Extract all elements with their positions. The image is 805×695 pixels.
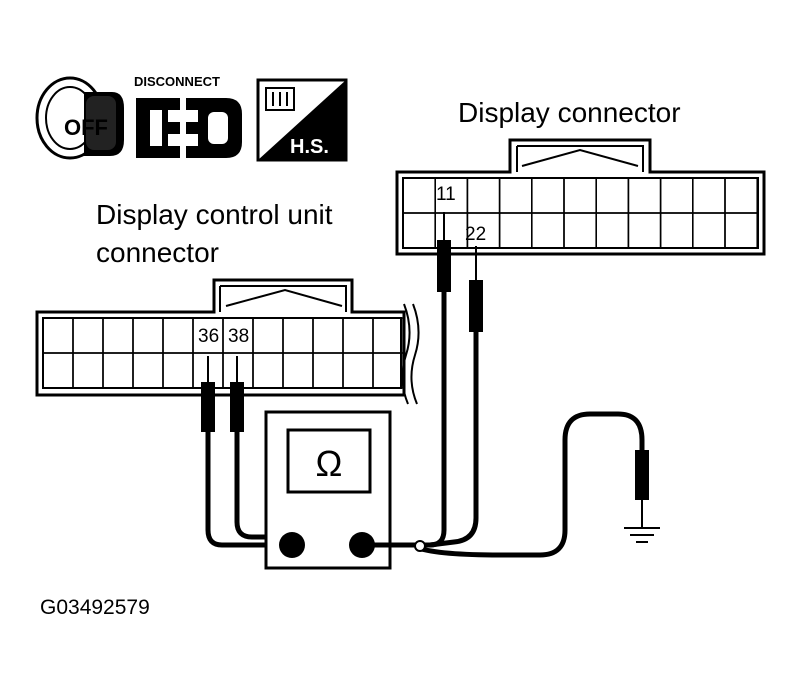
display-connector-cells xyxy=(402,177,758,249)
ignition-off-text: OFF xyxy=(64,115,108,140)
test-leads xyxy=(205,287,645,558)
display-connector: 11 22 xyxy=(395,138,766,256)
display-pin-11-label: 11 xyxy=(436,184,456,205)
control-unit-pin-38-label: 38 xyxy=(228,326,249,347)
control-unit-connector-cells xyxy=(42,317,404,389)
control-unit-connector-label-line2: connector xyxy=(96,237,219,268)
ground-icon xyxy=(624,527,660,543)
ohmmeter: Ω xyxy=(264,410,426,570)
disconnect-text: DISCONNECT xyxy=(134,74,220,89)
meter-terminal-left xyxy=(279,532,305,558)
ignition-key-off-icon: OFF xyxy=(35,76,124,160)
probe-pin-38 xyxy=(230,356,244,432)
lead-junction xyxy=(414,540,426,552)
display-pin-22-label: 22 xyxy=(465,224,486,245)
ohm-symbol: Ω xyxy=(316,443,343,484)
disconnect-connector-icon: DISCONNECT xyxy=(134,74,242,158)
probe-ground xyxy=(635,450,649,528)
harness-side-icon: H.S. xyxy=(256,78,348,162)
display-connector-label: Display connector xyxy=(458,97,681,128)
control-unit-connector-label-line1: Display control unit xyxy=(96,199,333,230)
display-connector-cell xyxy=(724,212,758,249)
control-unit-pin-36-label: 36 xyxy=(198,326,219,347)
probe-pin-36 xyxy=(201,356,215,432)
harness-side-text: H.S. xyxy=(290,136,329,158)
control-unit-connector: 36 38 xyxy=(35,278,420,405)
probe-pin-22 xyxy=(469,246,483,332)
probe-pin-11 xyxy=(437,212,451,292)
figure-code: G03492579 xyxy=(40,596,150,619)
